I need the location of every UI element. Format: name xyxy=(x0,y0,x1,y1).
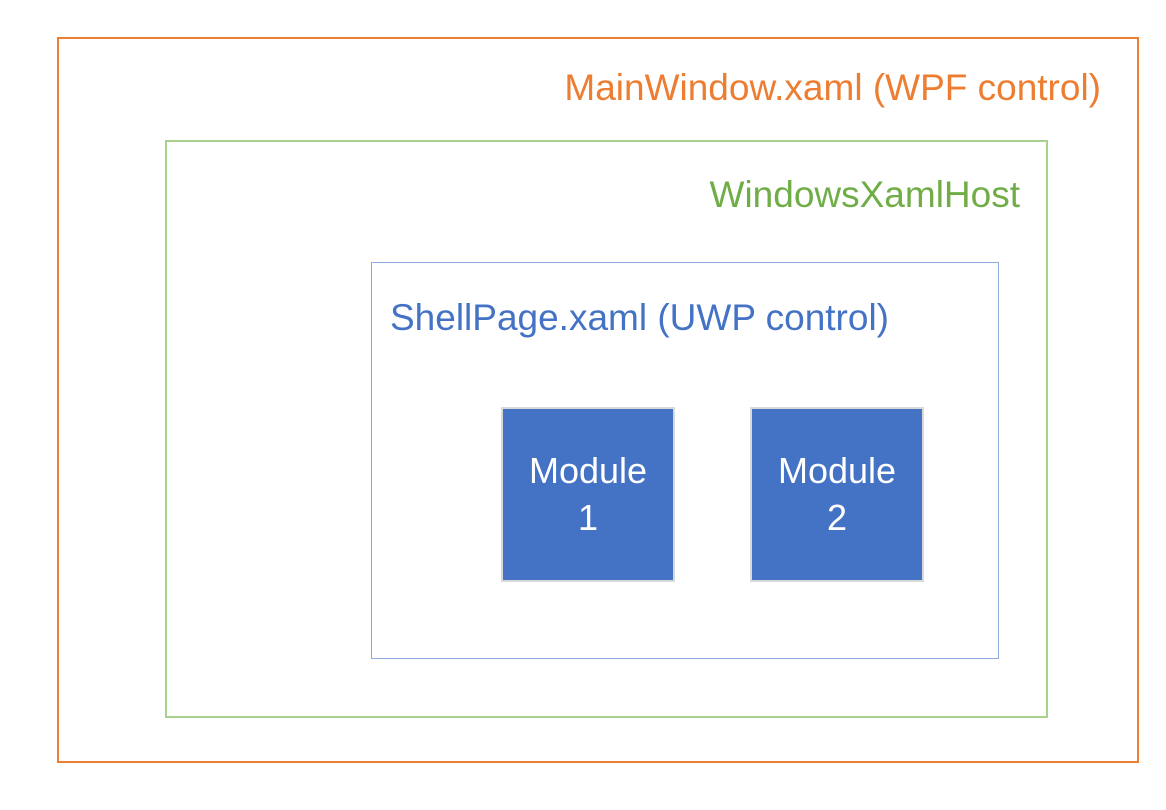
module-2-label-line2: 2 xyxy=(826,496,848,538)
module-2-box: Module 2 xyxy=(750,407,924,582)
module-1-box: Module 1 xyxy=(501,407,675,582)
shellpage-box: ShellPage.xaml (UWP control) Module 1 Mo… xyxy=(371,262,999,659)
shellpage-label: ShellPage.xaml (UWP control) xyxy=(390,297,889,338)
module-1-label-line1: Module xyxy=(528,449,648,491)
mainwindow-box: MainWindow.xaml (WPF control) WindowsXam… xyxy=(57,37,1139,763)
windowsxamlhost-label: WindowsXamlHost xyxy=(709,174,1020,215)
module-1-label-line2: 1 xyxy=(577,496,599,538)
module-2-label-line1: Module xyxy=(777,449,897,491)
windowsxamlhost-box: WindowsXamlHost ShellPage.xaml (UWP cont… xyxy=(165,140,1048,718)
mainwindow-label: MainWindow.xaml (WPF control) xyxy=(564,67,1101,108)
